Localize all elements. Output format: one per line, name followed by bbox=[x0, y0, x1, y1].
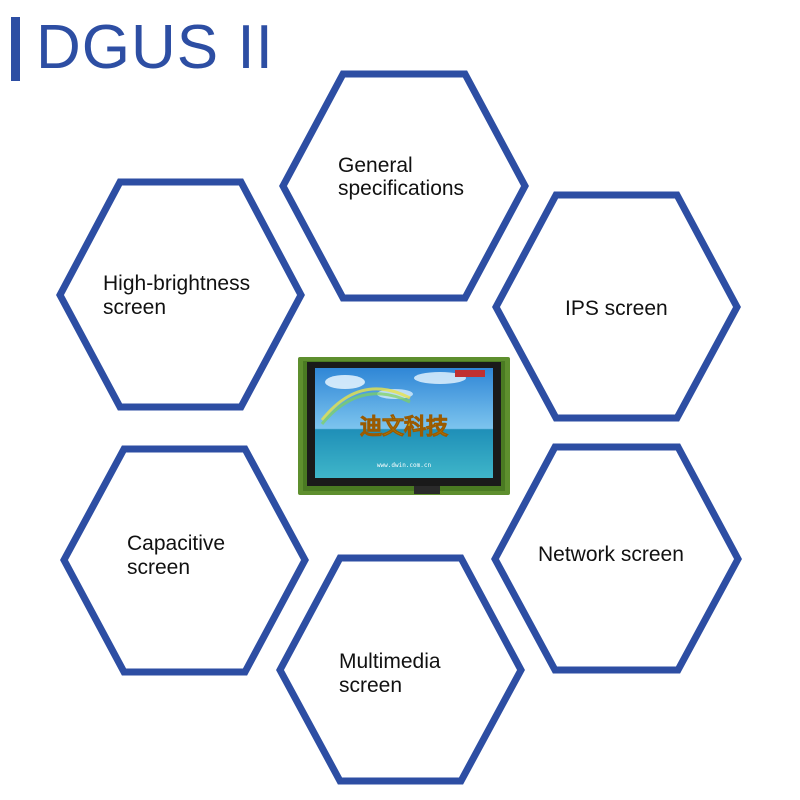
display-connector bbox=[414, 486, 440, 494]
hexagon-label-line: Multimedia bbox=[339, 650, 441, 673]
cloud-shape bbox=[414, 372, 466, 384]
rainbow-shape bbox=[320, 392, 411, 425]
hexagon-label-line: screen bbox=[103, 296, 166, 319]
hexagon-shape bbox=[60, 445, 309, 676]
hexagon-shape bbox=[491, 443, 742, 674]
title-accent-bar bbox=[11, 17, 20, 81]
rainbow-shape bbox=[320, 387, 411, 421]
hexagon-label-line: General bbox=[338, 154, 413, 177]
screen-logo-badge bbox=[455, 370, 485, 377]
hexagon-capacitive-screen: Capacitive screen bbox=[60, 445, 309, 676]
screen-url-text: www.dwin.com.cn bbox=[377, 462, 432, 469]
hexagon-label-line: Capacitive bbox=[127, 532, 225, 555]
hexagon-shape bbox=[276, 554, 525, 785]
hexagon-shape bbox=[492, 191, 741, 422]
hexagon-general-specifications: General specifications bbox=[279, 70, 529, 302]
cloud-shape bbox=[325, 375, 365, 389]
hexagon-label-line: IPS screen bbox=[565, 297, 668, 320]
hexagon-label-line: Network screen bbox=[538, 543, 684, 566]
hexagon-label-line: High-brightness bbox=[103, 272, 250, 295]
hexagon-shape bbox=[279, 70, 529, 302]
hexagon-label-line: screen bbox=[127, 556, 190, 579]
page-title: DGUS II bbox=[36, 13, 274, 82]
screen-brand-text: 迪文科技 bbox=[360, 414, 449, 440]
hexagon-label-line: screen bbox=[339, 674, 402, 697]
product-display-module: 迪文科技 www.dwin.com.cn bbox=[298, 357, 510, 495]
hexagon-network-screen: Network screen bbox=[491, 443, 742, 674]
hexagon-label-line: specifications bbox=[338, 177, 464, 200]
hexagon-multimedia-screen: Multimedia screen bbox=[276, 554, 525, 785]
hexagon-ips-screen: IPS screen bbox=[492, 191, 741, 422]
hexagon-high-brightness-screen: High-brightness screen bbox=[56, 178, 305, 411]
hexagon-shape bbox=[56, 178, 305, 411]
